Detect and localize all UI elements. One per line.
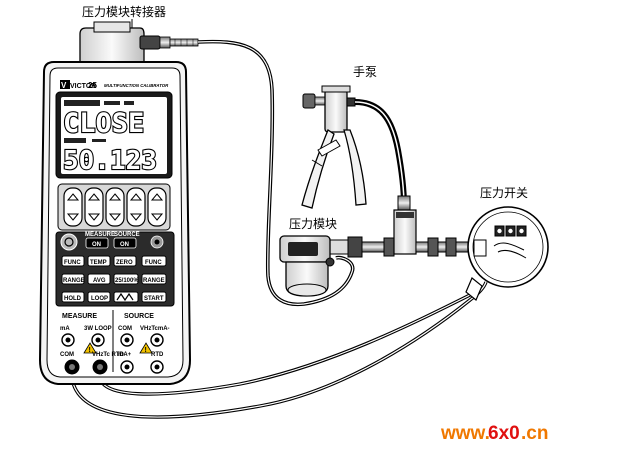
on-header-measure: MEASURE — [85, 232, 115, 238]
switch-cable-gland — [465, 277, 483, 301]
start-button[interactable] — [141, 291, 167, 303]
pressure-manifold — [327, 209, 477, 258]
pressure-module — [279, 235, 335, 297]
svg-text:HOLD: HOLD — [64, 296, 82, 302]
function-keypad — [55, 231, 175, 307]
svg-text:ON: ON — [92, 242, 101, 248]
watermark-brand: 6x0 — [488, 423, 520, 444]
svg-text:FUNC: FUNC — [64, 260, 81, 266]
jack-label-ma: mA — [60, 326, 70, 332]
svg-text:RANGE: RANGE — [143, 278, 165, 284]
ramp-icon — [116, 292, 134, 302]
loop-button[interactable] — [87, 291, 111, 303]
svg-text:VICTOR: VICTOR — [70, 83, 96, 90]
module-adapter — [79, 21, 199, 63]
pressure-switch — [465, 206, 549, 301]
measure-on-button[interactable] — [85, 237, 109, 249]
up-down-key-1[interactable] — [63, 187, 83, 227]
brand-logo: V VICTOR — [60, 80, 96, 90]
display-bottom-reading: 50.123 — [63, 146, 157, 176]
display-top-reading: CLOSE — [63, 108, 144, 139]
section-measure-label: MEASURE — [62, 313, 97, 320]
jack-label-com: COM — [118, 326, 132, 332]
pump-handle-left[interactable] — [301, 129, 335, 209]
svg-text:LOOP: LOOP — [91, 296, 108, 302]
label-pressure-module: 压力模块 — [289, 217, 337, 231]
svg-text:25/100%: 25/100% — [115, 278, 139, 284]
up-down-key-2[interactable] — [84, 187, 104, 227]
svg-text:!: ! — [89, 347, 91, 354]
svg-text:AVG: AVG — [93, 278, 106, 284]
up-down-key-5[interactable] — [147, 187, 167, 227]
svg-text:FUNC: FUNC — [145, 260, 162, 266]
label-pressure-switch: 压力开关 — [480, 186, 528, 200]
step-percent-button[interactable] — [113, 273, 139, 285]
hand-pump — [301, 85, 367, 209]
func-source-button[interactable] — [141, 255, 167, 267]
up-down-key-4[interactable] — [126, 187, 146, 227]
ramp-button[interactable] — [113, 291, 139, 303]
watermark-suffix: .cn — [521, 423, 548, 444]
lower-jacks — [64, 359, 164, 375]
svg-text:ZERO: ZERO — [116, 260, 133, 266]
warning-icon — [83, 342, 97, 354]
source-on-button[interactable] — [113, 237, 137, 249]
svg-text:START: START — [144, 296, 164, 302]
pump-handle-right[interactable] — [343, 129, 367, 206]
keys-row-2: RANGE AVG 25/100% RANGE — [61, 273, 167, 285]
label-module-connector: 压力模块转接器 — [82, 4, 166, 19]
jack-label-vhztc-rtd: VHzTc RTD — [92, 352, 125, 358]
jack-label-3w-loop: 3W LOOP — [84, 326, 112, 332]
temp-button[interactable] — [87, 255, 111, 267]
t-fitting — [393, 209, 417, 255]
jack-label-com-bottom: COM — [60, 352, 74, 358]
arrow-keys — [63, 187, 167, 227]
svg-text:ON: ON — [120, 242, 129, 248]
hose-fitting — [397, 195, 411, 211]
label-hand-pump: 手泵 — [353, 65, 377, 79]
on-header-source: SOURCE — [114, 232, 140, 238]
upper-jacks — [61, 333, 164, 347]
calibrator-subtitle: MULTIFUNCTION CALIBRATOR — [104, 83, 169, 88]
range-measure-button[interactable] — [61, 273, 85, 285]
watermark-prefix: www. — [440, 423, 490, 444]
keys-row-1: FUNC TEMP ZERO FUNC — [61, 255, 167, 267]
jack-label-rtd: RTD — [151, 352, 164, 358]
keys-row-3: HOLD LOOP START — [61, 291, 167, 303]
svg-text:TEMP: TEMP — [90, 260, 107, 266]
svg-text:!: ! — [145, 347, 147, 354]
jack-label-vhztcma: VHzTcmA- — [140, 326, 170, 332]
zero-button[interactable] — [113, 255, 137, 267]
up-down-key-3[interactable] — [105, 187, 125, 227]
model-number: 25 — [88, 81, 97, 90]
warning-icon — [139, 342, 153, 354]
pump-valve-knob[interactable] — [302, 93, 316, 109]
hold-button[interactable] — [61, 291, 85, 303]
multifunction-calibrator: V VICTOR 25 MULTIFUNCTION CALIBRATOR CLO… — [38, 61, 192, 385]
power-icon[interactable] — [60, 233, 78, 251]
section-source-label: SOURCE — [124, 313, 154, 320]
jack-label-ma-plus: mA+ — [118, 352, 132, 358]
avg-button[interactable] — [87, 273, 111, 285]
func-measure-button[interactable] — [61, 255, 85, 267]
watermark: www. 6x0 .cn — [440, 423, 548, 444]
lcd-screen — [61, 97, 167, 174]
svg-text:V: V — [61, 81, 67, 90]
svg-text:RANGE: RANGE — [63, 278, 85, 284]
range-source-button[interactable] — [141, 273, 167, 285]
